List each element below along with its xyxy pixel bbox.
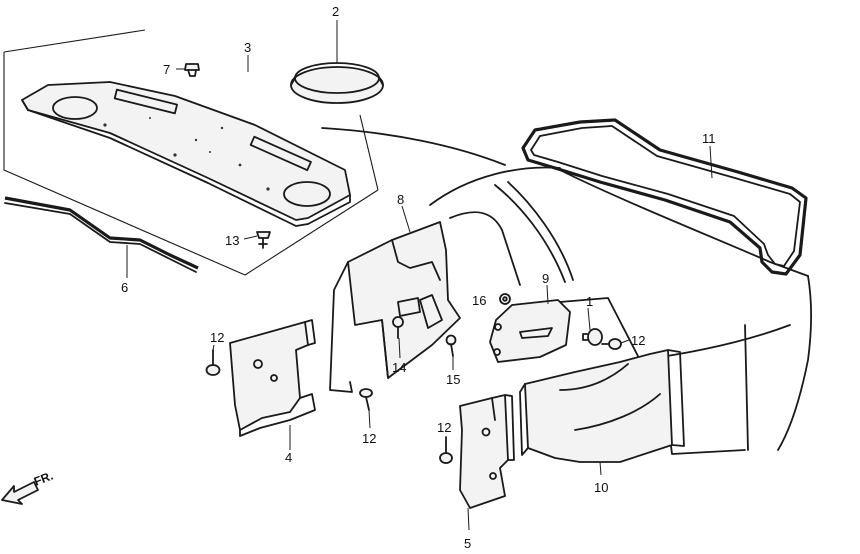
rear-shelf-panel <box>21 81 351 227</box>
center-trim-panel <box>329 205 461 393</box>
callout-7: 7 <box>163 62 170 77</box>
speaker-hole-left <box>52 96 98 120</box>
front-label: FR. <box>32 469 55 489</box>
shelf-clip <box>176 63 200 77</box>
front-direction-indicator: FR. <box>1 469 55 505</box>
callout-4: 4 <box>285 450 292 465</box>
callout-12-bottom: 12 <box>437 420 451 435</box>
trunk-lid-seal <box>521 118 808 276</box>
callout-5: 5 <box>464 536 471 551</box>
callout-1: 1 <box>586 294 593 309</box>
callout-6: 6 <box>121 280 128 295</box>
callout-16: 16 <box>472 293 486 308</box>
clip-right <box>601 338 630 350</box>
bracket-cover <box>489 284 571 363</box>
trim-screw <box>392 316 404 359</box>
shelf-group-bracket <box>3 29 379 276</box>
callout-12-right: 12 <box>631 333 645 348</box>
callout-10: 10 <box>594 480 608 495</box>
callout-12-left: 12 <box>210 330 224 345</box>
clip-bottom <box>439 436 453 464</box>
left-side-trim <box>229 319 316 450</box>
callout-3: 3 <box>244 40 251 55</box>
panel-screw <box>445 334 457 370</box>
callout-12-center: 12 <box>362 431 376 446</box>
callout-15: 15 <box>446 372 460 387</box>
right-side-trim <box>459 394 515 531</box>
grommet-plug <box>582 307 603 346</box>
callout-13: 13 <box>225 233 239 248</box>
round-cover <box>290 20 384 104</box>
front-arrow-icon <box>1 481 39 505</box>
callout-11: 11 <box>702 131 716 146</box>
vent-slot-right <box>249 135 312 172</box>
clip-left <box>205 344 221 376</box>
vent-slot-left <box>113 88 178 115</box>
callout-9: 9 <box>542 271 549 286</box>
nut <box>499 293 511 305</box>
shelf-weatherstrip <box>4 196 199 278</box>
callout-8: 8 <box>397 192 404 207</box>
clip-center <box>359 388 373 429</box>
trunk-side-lining <box>519 349 685 476</box>
callout-14: 14 <box>392 360 406 375</box>
shelf-push-fastener <box>243 231 271 249</box>
speaker-hole-right <box>283 181 331 207</box>
callout-2: 2 <box>332 4 339 19</box>
